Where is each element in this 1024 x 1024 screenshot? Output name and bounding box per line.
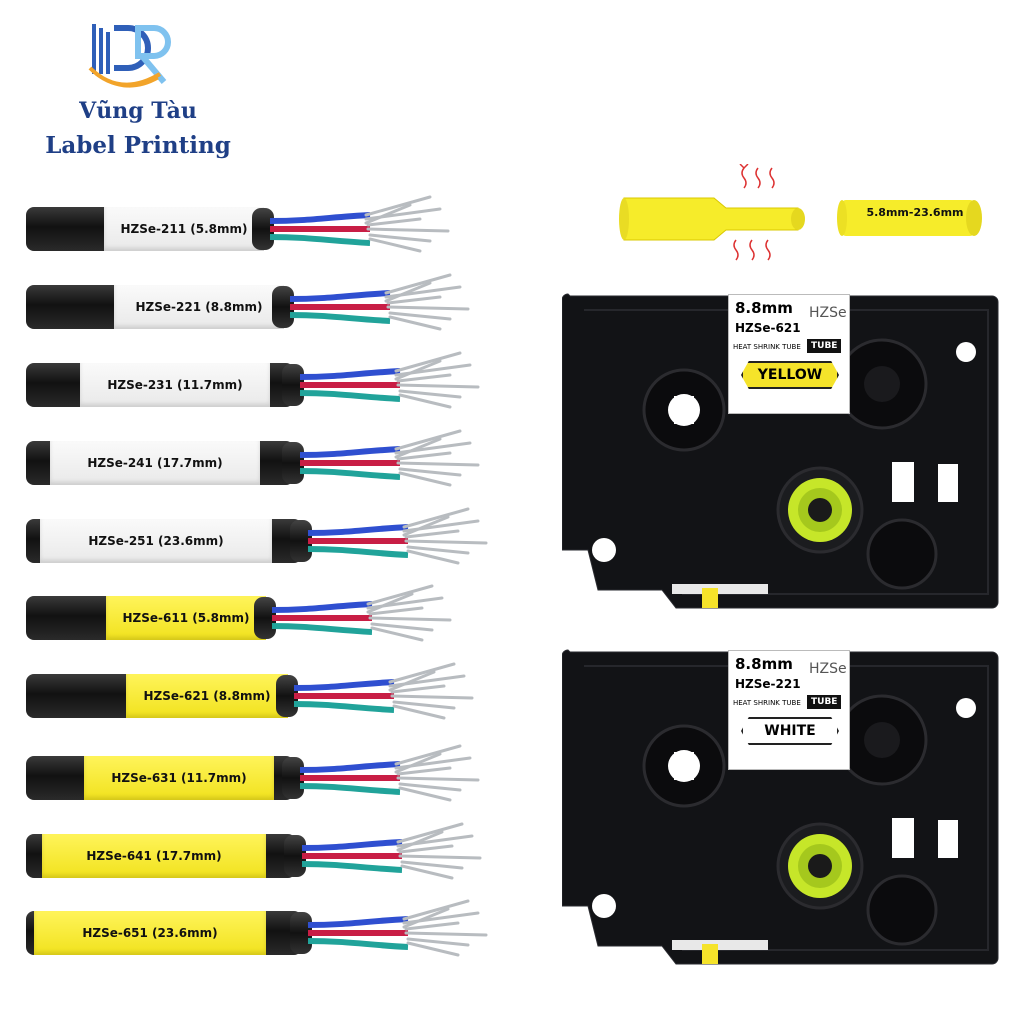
exposed-wires (294, 662, 474, 720)
exposed-wires (308, 899, 488, 957)
tube-badge: TUBE (807, 695, 842, 709)
heat-shrink-label: HZSe-241 (17.7mm) (50, 441, 260, 485)
cable-end (254, 597, 276, 639)
cable-end (282, 757, 304, 799)
tape-size: 8.8mm (735, 655, 793, 673)
cable-4: HZSe-241 (17.7mm) (26, 429, 494, 487)
shrunk-tube-illustration (837, 200, 982, 236)
exposed-wires (300, 351, 480, 409)
cassette-body (561, 293, 999, 609)
exposed-wires (308, 507, 488, 565)
heat-shrink-label: HZSe-251 (23.6mm) (40, 519, 272, 563)
cable-7: HZSe-621 (8.8mm) (26, 662, 488, 720)
cable-8: HZSe-631 (11.7mm) (26, 744, 494, 802)
tape-color-name: YELLOW (741, 361, 839, 389)
cable-end (276, 675, 298, 717)
cable-end (284, 835, 306, 877)
model-number: HZSe-621 (735, 321, 801, 335)
tape-color-name: WHITE (741, 717, 839, 745)
cable-end (290, 520, 312, 562)
series-mark: HZSe (809, 305, 847, 321)
cable-end (282, 442, 304, 484)
cable-end (252, 208, 274, 250)
tape-subtitle: HEAT SHRINK TUBE (733, 699, 801, 707)
brand-logo (88, 24, 171, 88)
heat-shrink-tube-illustration (619, 164, 805, 261)
tube-size-range: 5.8mm-23.6mm (866, 206, 964, 219)
series-mark: HZSe (809, 661, 847, 677)
tape-size: 8.8mm (735, 299, 793, 317)
heat-shrink-label: HZSe-611 (5.8mm) (106, 596, 266, 640)
tape-subtitle: HEAT SHRINK TUBE (733, 343, 801, 351)
cable-5: HZSe-251 (23.6mm) (26, 507, 502, 565)
heat-shrink-label: HZSe-651 (23.6mm) (34, 911, 266, 955)
brand-name-line1: Vũng Tàu (79, 98, 197, 124)
model-number: HZSe-221 (735, 677, 801, 691)
exposed-wires (300, 429, 480, 487)
heat-shrink-label: HZSe-631 (11.7mm) (84, 756, 274, 800)
cable-9: HZSe-641 (17.7mm) (26, 822, 496, 880)
heat-shrink-label: HZSe-221 (8.8mm) (114, 285, 284, 329)
cable-end (272, 286, 294, 328)
exposed-wires (272, 584, 452, 642)
heat-shrink-label: HZSe-621 (8.8mm) (126, 674, 288, 718)
heat-shrink-label: HZSe-641 (17.7mm) (42, 834, 266, 878)
heat-shrink-label: HZSe-231 (11.7mm) (80, 363, 270, 407)
exposed-wires (302, 822, 482, 880)
exposed-wires (300, 744, 480, 802)
cable-2: HZSe-221 (8.8mm) (26, 273, 484, 331)
cable-3: HZSe-231 (11.7mm) (26, 351, 494, 409)
cable-6: HZSe-611 (5.8mm) (26, 584, 466, 642)
cable-end (290, 912, 312, 954)
cable-end (282, 364, 304, 406)
cable-10: HZSe-651 (23.6mm) (26, 899, 502, 957)
exposed-wires (290, 273, 470, 331)
exposed-wires (270, 195, 450, 253)
brand-name-line2: Label Printing (45, 132, 231, 159)
heat-shrink-label: HZSe-211 (5.8mm) (104, 207, 264, 251)
cable-1: HZSe-211 (5.8mm) (26, 195, 464, 253)
tube-badge: TUBE (807, 339, 842, 353)
